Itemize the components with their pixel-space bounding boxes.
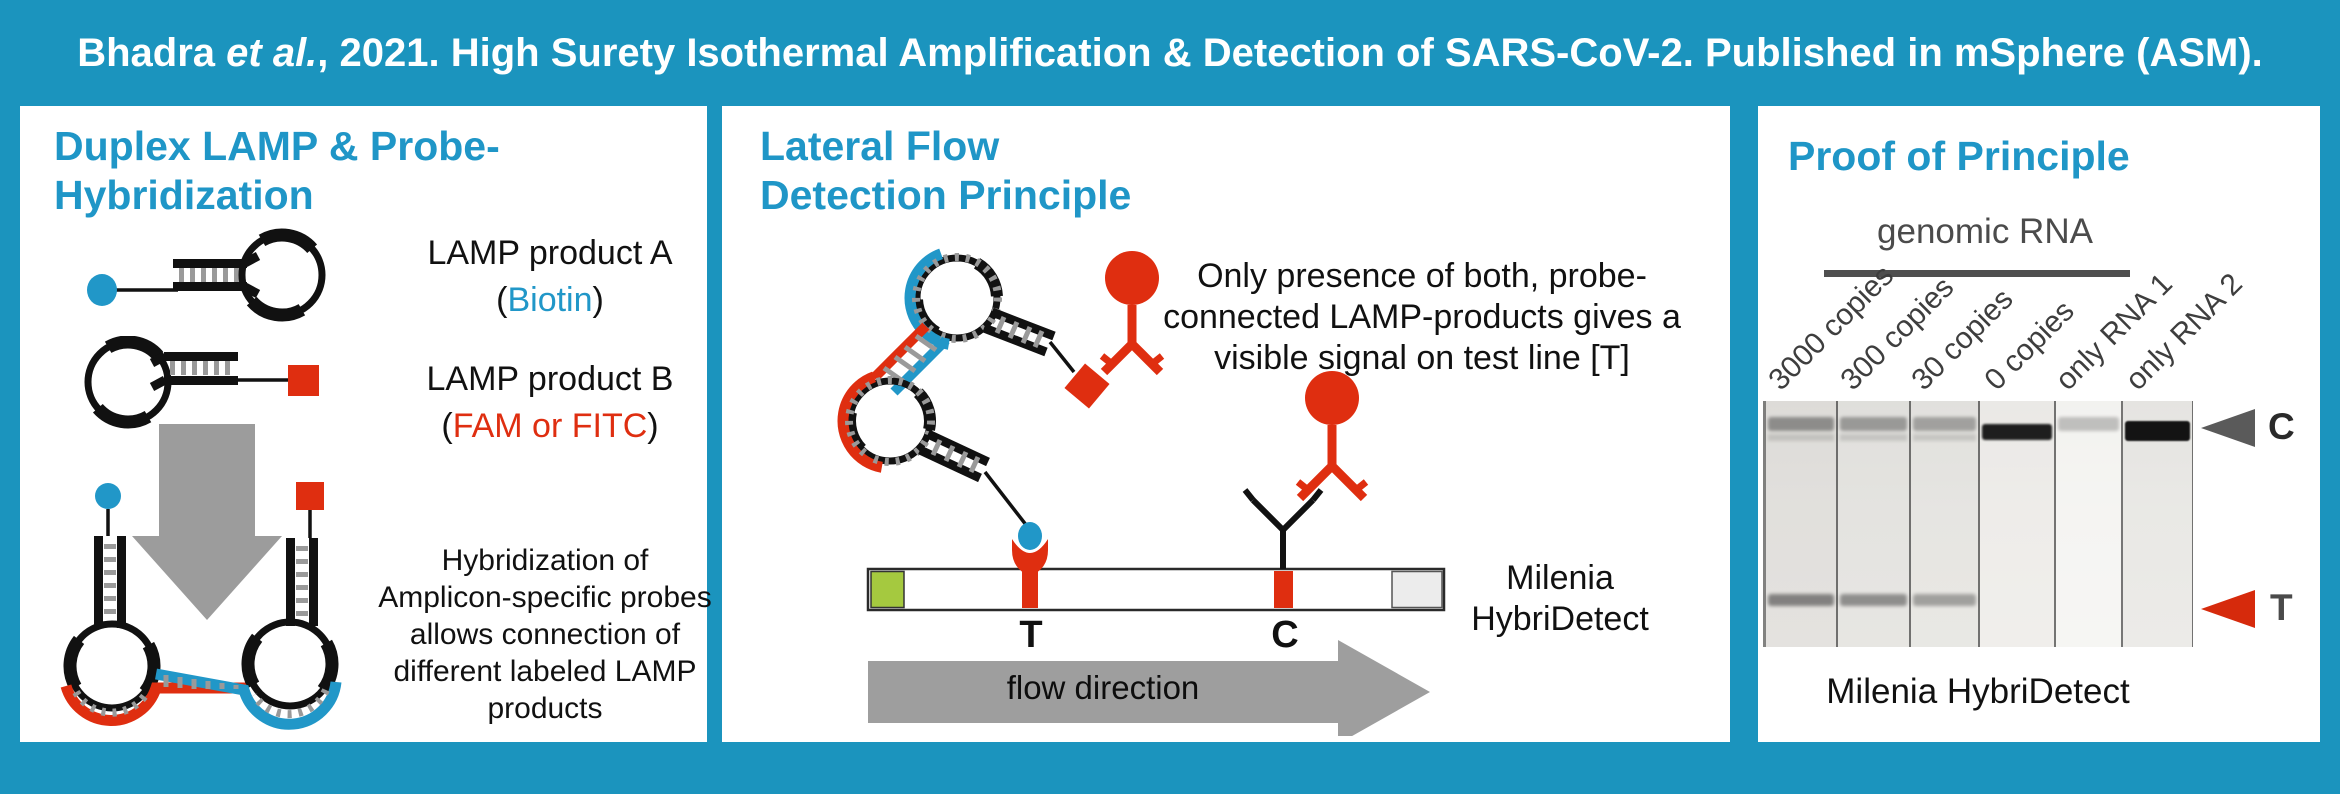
lateral-flow-strip (866, 567, 1446, 612)
blot-image (1763, 401, 2193, 647)
title-et-al: et al. (226, 30, 318, 75)
test-line-label: T (1019, 614, 1043, 656)
t-band (1840, 594, 1907, 606)
red-probe (60, 682, 246, 726)
streptavidin-icon (1012, 539, 1048, 576)
hybridization-description: Hybridization of Amplicon-specific probe… (378, 544, 712, 725)
c-band (1768, 417, 1834, 431)
c-band (1982, 424, 2052, 440)
fam-square-icon (296, 482, 324, 510)
c-band (2125, 421, 2190, 441)
lamp-product-b-diagram (81, 336, 319, 429)
t-band (1768, 594, 1834, 606)
product-b-name: LAMP product B (426, 360, 674, 398)
lateral-flow-diagram (837, 245, 1446, 736)
test-line (1022, 571, 1038, 608)
panel1-title: Duplex LAMP & Probe-Hybridization (54, 123, 500, 218)
figure-title-bar: Bhadra et al., 2021. High Surety Isother… (0, 0, 2340, 106)
product-b-tag: (FAM or FITC) (400, 403, 700, 450)
down-arrow-icon (132, 424, 282, 620)
red-particle-icon (1305, 371, 1359, 425)
c-band (1840, 417, 1907, 431)
product-a-name: LAMP product A (427, 234, 673, 272)
t-band (1913, 594, 1976, 606)
fam-word: FAM or FITC (452, 407, 648, 445)
sample-pad (870, 570, 905, 609)
biotin-word: Biotin (507, 281, 593, 319)
black-antibody-icon (1242, 488, 1324, 569)
flow-arrow-icon (868, 640, 1430, 736)
c-band (2058, 417, 2119, 431)
hybridized-products-diagram (60, 482, 342, 730)
title-suffix: , 2021. High Surety Isothermal Amplifica… (317, 30, 2263, 75)
blot-lane (1838, 401, 1911, 647)
paren: ) (592, 281, 604, 319)
panel-duplex-lamp: Duplex LAMP & Probe-Hybridization LAMP p… (20, 106, 712, 742)
blot-lane (2123, 401, 2193, 647)
genomic-rna-label: genomic RNA (1877, 212, 2093, 251)
paren: ( (496, 281, 508, 319)
control-arrow-label: C (2268, 406, 2295, 447)
genomic-rna-underline (1824, 270, 2130, 277)
red-particle-icon (1105, 251, 1159, 305)
blot-lane (1766, 401, 1838, 647)
control-line (1274, 571, 1293, 608)
blot-lane (1980, 401, 2056, 647)
panel2-title: Lateral Flow Detection Principle (760, 123, 1132, 218)
lateral-flow-note: Only presence of both, probe-connected L… (1163, 257, 1681, 377)
c-band (1913, 417, 1976, 431)
lamp-product-a-label: LAMP product A (Biotin) (400, 230, 700, 324)
control-line-label: C (1271, 614, 1299, 656)
biotin-dot-icon (87, 274, 117, 306)
red-antibody-icon (1099, 251, 1165, 376)
test-arrow-label: T (2270, 587, 2293, 628)
panel-proof-of-principle: Proof of Principle genomic RNA 3000 copi… (1758, 106, 2320, 742)
paren: ) (647, 407, 659, 445)
blue-probe (155, 668, 342, 730)
paren: ( (441, 407, 453, 445)
fam-square-icon (1064, 363, 1110, 409)
biotin-dot-icon (95, 483, 121, 509)
title-prefix: Bhadra (77, 30, 227, 75)
wick-pad (1391, 570, 1443, 609)
panel-lateral-flow: Lateral Flow Detection Principle Only pr… (722, 106, 1730, 742)
blot-lane (2056, 401, 2123, 647)
lamp-product-a-diagram (87, 228, 329, 322)
panel3-title: Proof of Principle (1788, 133, 2130, 179)
biotin-dot-icon (1018, 522, 1042, 550)
fam-square-icon (288, 365, 319, 396)
blot-caption: Milenia HybriDetect (1826, 672, 2130, 711)
lamp-product-b-label: LAMP product B (FAM or FITC) (400, 356, 700, 450)
strip-brand-label: Milenia HybriDetect (1471, 559, 1649, 638)
red-antibody-icon (1295, 371, 1369, 502)
test-arrow-icon (2201, 590, 2255, 628)
product-a-tag: (Biotin) (400, 277, 700, 324)
flow-direction-label: flow direction (1006, 669, 1200, 706)
blot-lane (1911, 401, 1980, 647)
control-arrow-icon (2201, 409, 2255, 447)
